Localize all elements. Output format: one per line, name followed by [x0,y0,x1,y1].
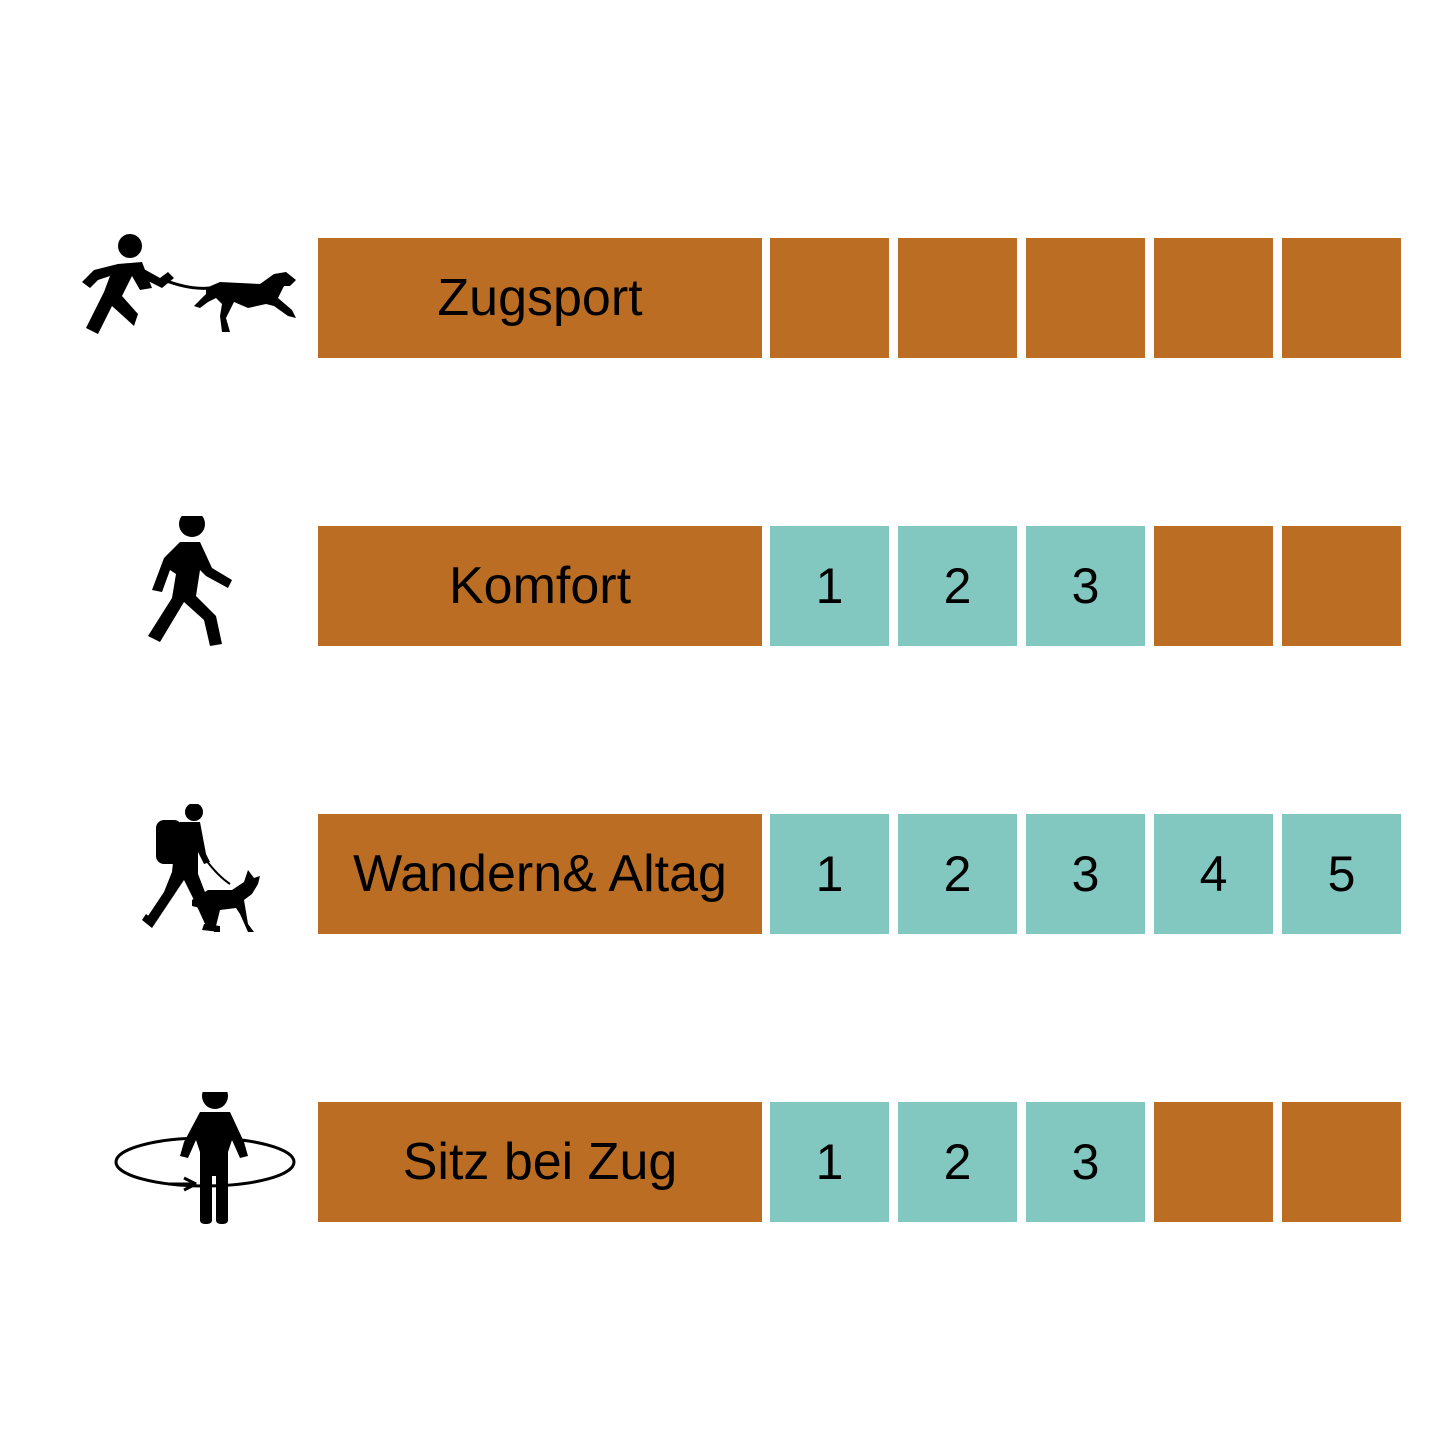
rating-cell: 4 [1154,814,1273,934]
rating-row-komfort: Komfort 1 2 3 [0,516,1445,646]
row-label: Komfort [318,526,762,646]
rating-row-sitz: Sitz bei Zug 1 2 3 [0,1092,1445,1224]
rating-cell [1154,238,1273,358]
runner-with-dog-icon [60,228,310,368]
row-label: Zugsport [318,238,762,358]
rating-cell [1154,526,1273,646]
rating-row-wandern: Wandern& Altag 1 2 3 4 5 [0,804,1445,934]
walking-person-icon [60,516,310,656]
rating-cell [770,238,889,358]
rating-cell: 3 [1026,526,1145,646]
rating-cell [1026,238,1145,358]
row-label: Sitz bei Zug [318,1102,762,1222]
hiker-with-dog-icon [60,804,310,944]
rating-cell: 1 [770,526,889,646]
rating-cell: 3 [1026,1102,1145,1222]
rating-cell: 1 [770,1102,889,1222]
rating-cell [898,238,1017,358]
person-rotation-icon [60,1092,310,1232]
rating-cell: 2 [898,1102,1017,1222]
rating-cell: 1 [770,814,889,934]
rating-cell: 3 [1026,814,1145,934]
rating-row-zugsport: Zugsport [0,234,1445,358]
rating-cell [1282,238,1401,358]
rating-cell [1154,1102,1273,1222]
rating-cell: 2 [898,814,1017,934]
rating-cell: 5 [1282,814,1401,934]
rating-cell: 2 [898,526,1017,646]
rating-cell [1282,1102,1401,1222]
rating-cell [1282,526,1401,646]
row-label: Wandern& Altag [318,814,762,934]
